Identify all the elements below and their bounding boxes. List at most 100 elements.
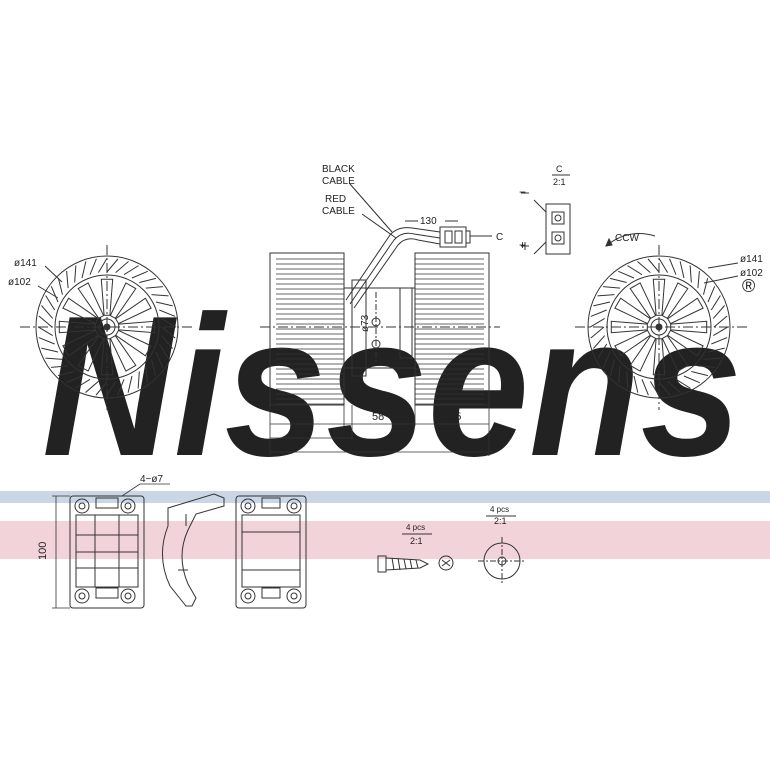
fan-blade (590, 309, 607, 317)
side-view-dimensions (269, 405, 490, 456)
fan-spoke (661, 335, 689, 372)
fan-blade (697, 365, 715, 368)
fan-blade (137, 371, 140, 389)
mounting-rear-view (235, 495, 307, 609)
fan-blade (597, 343, 608, 359)
fan-blade (683, 375, 700, 384)
fan-blade (641, 379, 649, 396)
fan-blade (81, 261, 87, 279)
blower-side-view (260, 252, 500, 406)
fan-blade (649, 381, 660, 397)
fan-spoke (58, 320, 96, 334)
fan-blade (41, 305, 54, 319)
terminal-minus: − (519, 185, 526, 199)
dim-left-total: 70 (300, 426, 312, 438)
fan-blade (707, 347, 725, 353)
fan-blade (609, 277, 627, 283)
dim-right-wheel: 63.5 (440, 411, 461, 423)
fan-spoke (667, 329, 704, 357)
black-cable-label-1: BLACK (322, 164, 355, 175)
left-fan-wheel (20, 245, 194, 410)
fan-spoke (77, 335, 105, 372)
washer-quantity: 4 pcs (490, 505, 509, 514)
fan-blade (713, 315, 728, 328)
rotation-direction: CCW (615, 233, 639, 244)
fan-spoke (77, 282, 105, 319)
fan-spoke (109, 282, 137, 319)
fan-spoke (670, 320, 708, 334)
fan-blade (66, 271, 69, 289)
fan-blade (618, 365, 621, 383)
fan-blade (618, 270, 635, 279)
fan-spoke (667, 297, 704, 325)
fan-spoke (100, 338, 114, 376)
fan-blade (158, 343, 169, 359)
fan-blade (38, 315, 53, 328)
fan-blade (713, 326, 729, 337)
fan-spoke (62, 297, 99, 325)
fan-blade (41, 347, 59, 353)
fan-blade (57, 277, 63, 295)
fan-blade (675, 378, 691, 389)
fan-blade (155, 301, 173, 307)
fan-blade (703, 357, 721, 360)
dim-left-wheel: 64.5 (292, 411, 313, 423)
fan-blade (117, 379, 125, 396)
fan-blade (95, 381, 108, 396)
mounting-screw (377, 533, 454, 573)
fan-blade (707, 286, 716, 303)
terminal-plus: + (519, 238, 526, 252)
left-inner-diameter: ø102 (8, 277, 31, 288)
fan-blade (106, 381, 117, 397)
cable-length: 130 (420, 216, 437, 227)
fan-spoke (109, 335, 137, 372)
fan-blade (626, 371, 629, 389)
fan-blade (85, 380, 99, 393)
fan-blade (145, 365, 148, 383)
fan-blade (45, 295, 56, 311)
fan-blade (603, 286, 621, 289)
washer-scale: 2:1 (494, 516, 507, 526)
fan-blade (589, 317, 605, 328)
fan-spoke (661, 282, 689, 319)
fan-spoke (100, 278, 114, 316)
detail-c-terminals (521, 174, 571, 255)
fan-blade (593, 301, 611, 307)
fan-blade (712, 305, 725, 319)
fan-spoke (629, 282, 657, 319)
fan-blade (597, 294, 615, 297)
fan-spoke (652, 338, 666, 376)
fan-blade (609, 359, 615, 377)
red-band (0, 521, 770, 559)
fan-spoke (62, 329, 99, 357)
cable-connector (439, 226, 471, 248)
dim-motor: 58 (372, 411, 384, 423)
blue-band (0, 491, 770, 503)
fan-blade (697, 271, 700, 289)
fan-blade (139, 277, 157, 283)
fan-blade (658, 257, 669, 273)
nissens-watermark: Nissens (42, 275, 742, 498)
fan-blade (161, 326, 176, 339)
fan-blade (160, 335, 173, 349)
fan-blade (50, 286, 59, 303)
fan-blade (45, 357, 63, 360)
fan-blade (627, 265, 643, 276)
fan-blade (647, 258, 660, 273)
fan-blade (691, 371, 709, 377)
fan-blade (145, 286, 163, 289)
fan-spoke (614, 329, 651, 357)
fan-spoke (610, 320, 648, 334)
right-inner-diameter: ø102 (740, 268, 763, 279)
dim-overall: 197.5 (355, 440, 383, 452)
fan-blade (75, 378, 91, 389)
fan-blade (159, 309, 176, 317)
dim-overall-tolerance: ±1 (388, 442, 397, 451)
fan-blade (51, 365, 69, 368)
fan-blade (74, 265, 77, 283)
registered-mark: ® (742, 276, 755, 296)
screw-quantity: 4 pcs (406, 523, 425, 532)
red-cable-label-2: CABLE (322, 206, 355, 217)
fan-blade (710, 295, 721, 311)
